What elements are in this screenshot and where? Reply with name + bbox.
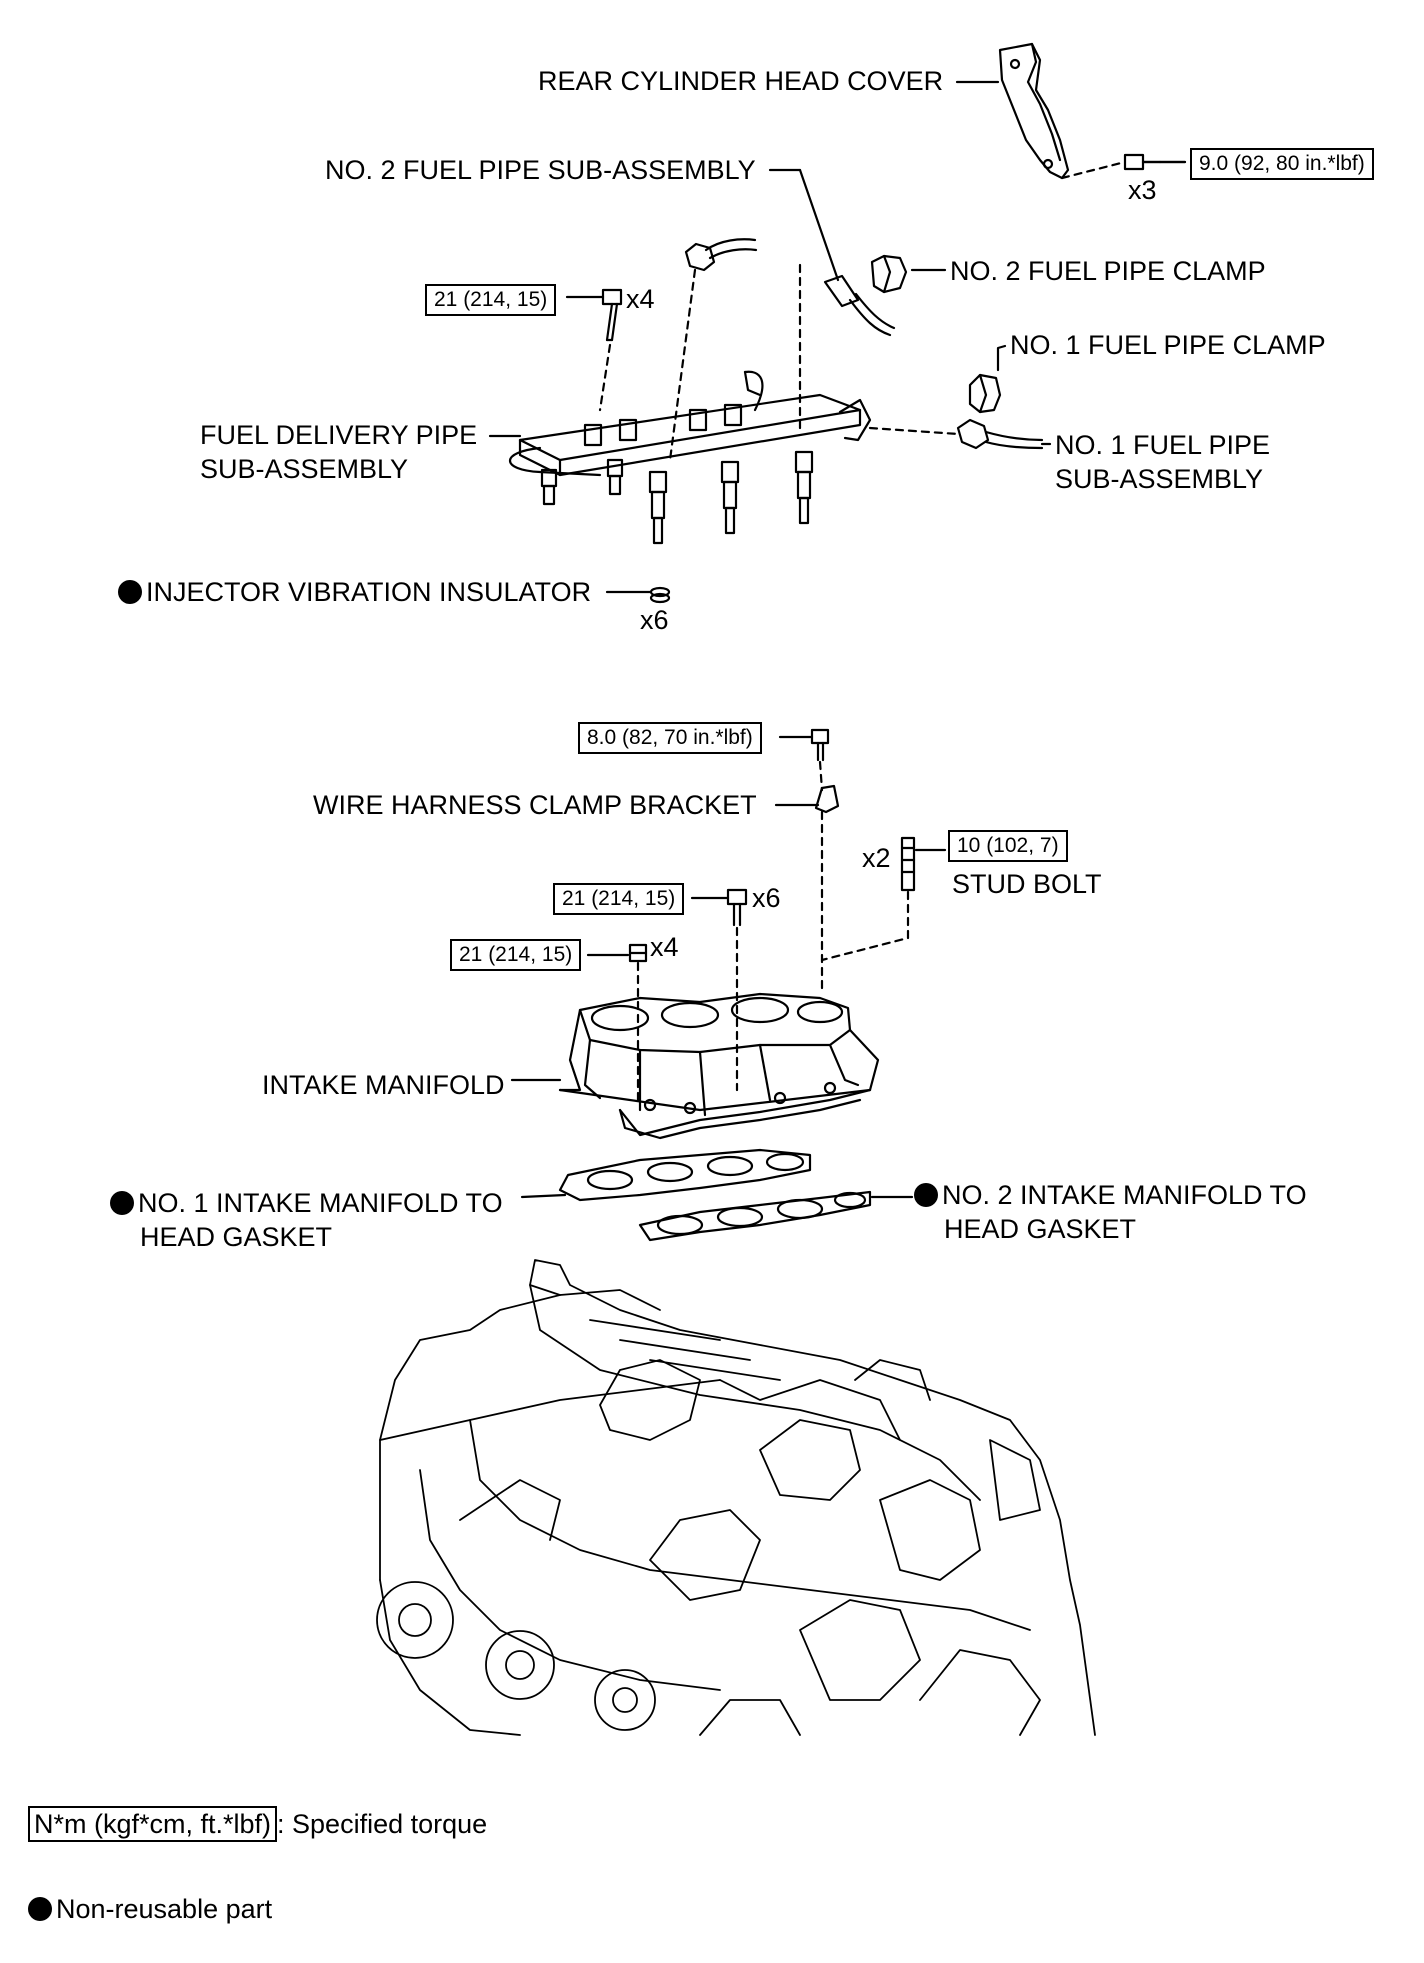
- label-stud-bolt: STUD BOLT: [952, 869, 1102, 899]
- label-no2-gasket-line1: NO. 2 INTAKE MANIFOLD TO: [914, 1178, 1307, 1212]
- qty-delivery-pipe-bolt: x4: [626, 284, 655, 314]
- torque-manifold-bolt: 21 (214, 15): [553, 883, 685, 915]
- manifold-bolt-drawing: [726, 888, 748, 927]
- non-reusable-dot-icon: [118, 580, 142, 604]
- label-no1-gasket-line2: HEAD GASKET: [140, 1222, 333, 1252]
- label-rear-cylinder-head-cover: REAR CYLINDER HEAD COVER: [538, 66, 944, 96]
- label-wire-harness-clamp-bracket: WIRE HARNESS CLAMP BRACKET: [313, 790, 757, 820]
- bracket-bolt-drawing: [810, 728, 830, 762]
- label-no2-gasket-line1-text: NO. 2 INTAKE MANIFOLD TO: [942, 1180, 1307, 1210]
- non-reusable-dot-icon: [28, 1897, 52, 1921]
- qty-insulator: x6: [640, 605, 669, 635]
- label-no1-fuel-pipe-line2: SUB-ASSEMBLY: [1055, 464, 1264, 494]
- label-no1-fuel-pipe-clamp: NO. 1 FUEL PIPE CLAMP: [1010, 330, 1326, 360]
- legend-specified-torque: N*m (kgf*cm, ft.*lbf): Specified torque: [28, 1806, 487, 1842]
- label-injector-vibration-insulator-text: INJECTOR VIBRATION INSULATOR: [146, 577, 592, 607]
- label-no1-fuel-pipe-line1: NO. 1 FUEL PIPE: [1055, 430, 1271, 460]
- torque-stud-bolt: 10 (102, 7): [948, 830, 1068, 862]
- label-injector-vibration-insulator: INJECTOR VIBRATION INSULATOR: [118, 575, 591, 609]
- delivery-pipe-bolt-drawing: [601, 288, 623, 342]
- torque-bracket-bolt: 8.0 (82, 70 in.*lbf): [578, 722, 762, 754]
- legend-torque-text: : Specified torque: [277, 1809, 488, 1839]
- non-reusable-dot-icon: [914, 1183, 938, 1207]
- label-no1-gasket-line1: NO. 1 INTAKE MANIFOLD TO: [110, 1186, 503, 1220]
- no1-fuel-pipe-drawing: [956, 418, 1044, 450]
- injector-vibration-insulator-drawing: [649, 586, 671, 604]
- intake-manifold-drawing: [558, 992, 880, 1140]
- label-no2-gasket-line2: HEAD GASKET: [944, 1214, 1137, 1244]
- no2-fuel-pipe-drawing: [823, 274, 896, 337]
- label-no1-gasket-line1-text: NO. 1 INTAKE MANIFOLD TO: [138, 1188, 503, 1218]
- qty-manifold-nut: x4: [650, 932, 679, 962]
- fuel-delivery-pipe-drawing: [508, 370, 872, 545]
- qty-head-cover-bolt: x3: [1128, 175, 1157, 205]
- no1-fuel-pipe-clamp-drawing: [968, 373, 1002, 414]
- stud-bolt-drawing: [900, 836, 916, 892]
- qty-manifold-bolt: x6: [752, 883, 781, 913]
- wire-harness-clamp-bracket-drawing: [814, 784, 840, 814]
- torque-delivery-pipe-bolt: 21 (214, 15): [425, 284, 557, 316]
- legend-non-reusable: Non-reusable part: [28, 1892, 272, 1926]
- engine-block-drawing: [376, 1259, 1096, 1736]
- label-fuel-delivery-pipe-line2: SUB-ASSEMBLY: [200, 454, 409, 484]
- no1-gasket-drawing: [558, 1148, 812, 1202]
- torque-head-cover-bolt: 9.0 (92, 80 in.*lbf): [1190, 148, 1374, 180]
- label-no2-fuel-pipe-clamp: NO. 2 FUEL PIPE CLAMP: [950, 256, 1266, 286]
- label-intake-manifold: INTAKE MANIFOLD: [262, 1070, 505, 1100]
- non-reusable-dot-icon: [110, 1191, 134, 1215]
- qty-stud-bolt: x2: [862, 843, 891, 873]
- fuel-hose-top-drawing: [684, 238, 758, 272]
- no2-gasket-drawing: [638, 1190, 872, 1242]
- manifold-nut-drawing: [628, 943, 648, 963]
- label-fuel-delivery-pipe-line1: FUEL DELIVERY PIPE: [200, 420, 478, 450]
- rear-cylinder-head-cover-drawing: [998, 42, 1070, 180]
- no2-fuel-pipe-clamp-drawing: [870, 254, 908, 294]
- torque-manifold-nut: 21 (214, 15): [450, 939, 582, 971]
- legend-torque-unit: N*m (kgf*cm, ft.*lbf): [28, 1806, 278, 1842]
- label-no2-fuel-pipe-subassembly: NO. 2 FUEL PIPE SUB-ASSEMBLY: [325, 155, 756, 185]
- legend-nonreusable-text: Non-reusable part: [56, 1894, 273, 1924]
